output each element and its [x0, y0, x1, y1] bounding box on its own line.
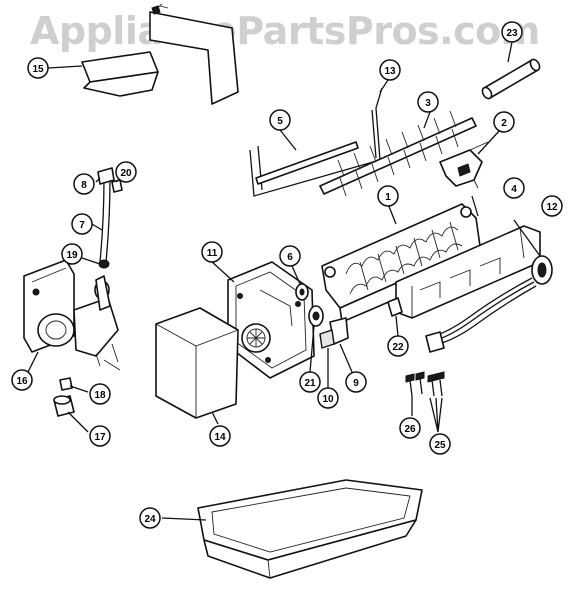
callout-15 [27, 57, 49, 79]
part-5-heater [255, 141, 359, 185]
callout-label-9: 9 [353, 378, 359, 389]
callout-14 [209, 425, 231, 447]
callout-23 [501, 21, 523, 43]
part-18-cap [59, 377, 73, 391]
part-17-nut [53, 395, 75, 417]
callout-19 [61, 243, 83, 265]
callout-3 [417, 91, 439, 113]
callout-label-26: 26 [404, 424, 416, 435]
part-21-gear [308, 305, 324, 327]
callout-11 [201, 241, 223, 263]
callout-label-24: 24 [144, 514, 156, 525]
callout-label-5: 5 [277, 116, 283, 127]
callout-label-13: 13 [384, 66, 396, 77]
callout-13 [379, 59, 401, 81]
callout-5 [269, 109, 291, 131]
callout-label-25: 25 [434, 440, 446, 451]
callout-16 [11, 369, 33, 391]
callout-label-8: 8 [81, 180, 87, 191]
callout-24 [139, 507, 161, 529]
callout-label-19: 19 [66, 250, 78, 261]
callout-label-4: 4 [511, 184, 517, 195]
callout-4 [503, 177, 525, 199]
callout-25 [429, 433, 451, 455]
callout-8 [73, 173, 95, 195]
callout-label-18: 18 [94, 390, 106, 401]
part-12-wire-harness [425, 255, 553, 353]
callout-6 [279, 245, 301, 267]
part-10-switch [319, 329, 335, 349]
part-24-ice-bin [197, 479, 423, 579]
callout-label-17: 17 [94, 432, 106, 443]
callout-label-11: 11 [207, 248, 218, 259]
part-23-fill-tube [481, 58, 541, 100]
callout-label-21: 21 [304, 378, 316, 389]
callout-label-10: 10 [322, 394, 334, 405]
callout-label-20: 20 [120, 168, 132, 179]
part-26-screws [405, 371, 425, 397]
callout-label-14: 14 [214, 432, 226, 443]
part-15-shroud [81, 3, 239, 105]
callout-7 [71, 213, 93, 235]
part-25-screws [427, 371, 445, 397]
callout-label-2: 2 [501, 118, 507, 129]
callout-label-23: 23 [506, 28, 518, 39]
callout-label-1: 1 [385, 192, 391, 203]
part-22-clip [387, 297, 403, 317]
callout-10 [317, 387, 339, 409]
part-3-ejector [319, 110, 477, 197]
callout-17 [89, 425, 111, 447]
callout-label-15: 15 [32, 64, 44, 75]
watermark: AppliancePartsPros.com [30, 9, 540, 53]
callout-20 [115, 161, 137, 183]
part-14-cover [155, 307, 239, 419]
part-6-ring [295, 283, 309, 301]
part-11-module [227, 261, 315, 379]
callout-12 [541, 195, 563, 217]
part-19-nut [98, 259, 110, 269]
leader-lines [27, 41, 541, 521]
part-2-shut-off-arm [439, 141, 489, 189]
callout-label-3: 3 [425, 98, 431, 109]
callout-26 [399, 417, 421, 439]
part-7-tube [99, 177, 111, 263]
callout-label-12: 12 [546, 202, 558, 213]
part-8-fitting [97, 167, 115, 185]
callout-1 [377, 185, 399, 207]
callout-22 [387, 335, 409, 357]
callout-21 [299, 371, 321, 393]
callout-label-7: 7 [79, 220, 85, 231]
callout-18 [89, 383, 111, 405]
callout-label-6: 6 [287, 252, 293, 263]
callout-label-16: 16 [16, 376, 28, 387]
callout-9 [345, 371, 367, 393]
callout-2 [493, 111, 515, 133]
part-16-water-valve [23, 259, 121, 371]
callout-label-22: 22 [392, 342, 404, 353]
